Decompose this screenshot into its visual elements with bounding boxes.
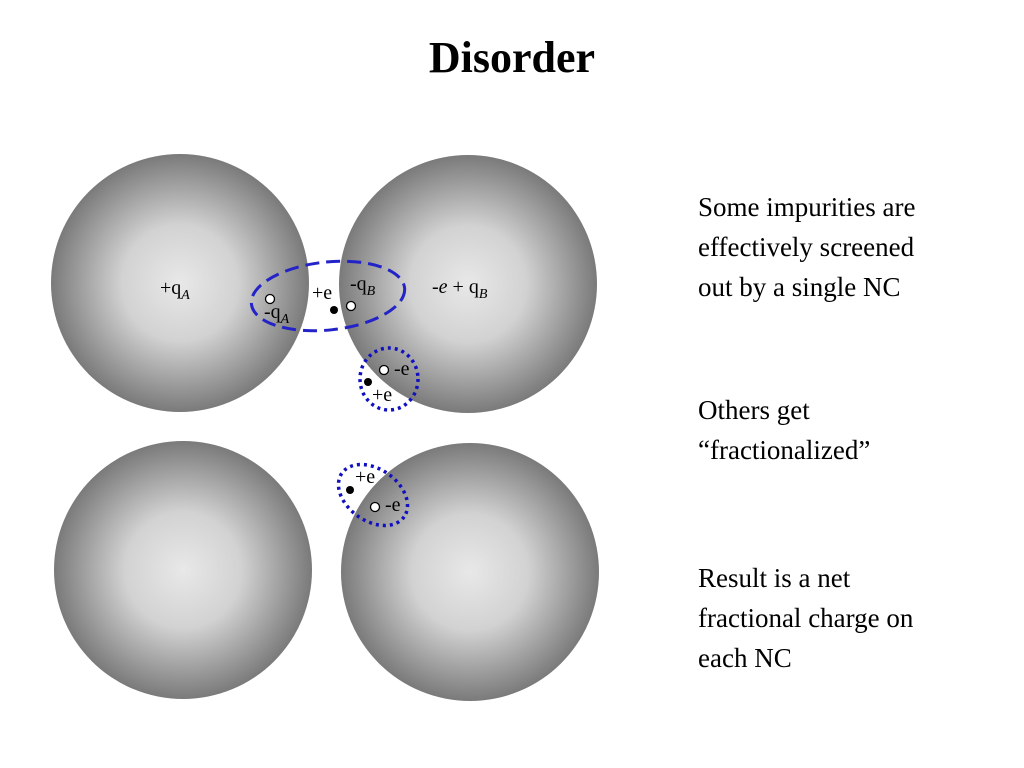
hole-marker-pair1 bbox=[378, 364, 390, 376]
explanation-block-1: Some impurities are effectively screened… bbox=[698, 187, 915, 307]
page-title: Disorder bbox=[428, 33, 596, 82]
label-right-charge: -e + qB bbox=[432, 276, 488, 302]
label-minus-qB: -qB bbox=[350, 273, 376, 299]
nanocrystal-top-right bbox=[339, 155, 597, 413]
nanocrystal-top-left bbox=[51, 154, 309, 412]
electron-marker-plus-e bbox=[330, 306, 338, 314]
label-pair2-plus: +e bbox=[355, 466, 375, 488]
text-line: out by a single NC bbox=[698, 272, 901, 302]
text-line: effectively screened bbox=[698, 232, 915, 262]
explanation-block-3: Result is a net fractional charge on eac… bbox=[698, 558, 913, 678]
hole-marker-pair2 bbox=[369, 501, 381, 513]
label-pair2-minus: -e bbox=[385, 494, 401, 516]
text-line: Result is a net bbox=[698, 563, 851, 593]
label-plus-qA: +qA bbox=[160, 277, 190, 303]
text-line: Some impurities are bbox=[698, 192, 916, 222]
electron-marker-pair1 bbox=[364, 378, 372, 386]
label-minus-qA: -qA bbox=[264, 301, 290, 327]
nanocrystal-bottom-right bbox=[341, 443, 599, 701]
label-plus-e-mid: +e bbox=[312, 282, 332, 304]
hole-marker-minus-qB bbox=[345, 300, 357, 312]
explanation-block-2: Others get “fractionalized” bbox=[698, 390, 870, 470]
text-line: Others get bbox=[698, 395, 810, 425]
text-line: “fractionalized” bbox=[698, 435, 871, 465]
text-line: fractional charge on bbox=[698, 603, 914, 633]
text-line: each NC bbox=[698, 643, 792, 673]
screening-ellipse bbox=[249, 259, 407, 333]
electron-marker-pair2 bbox=[346, 486, 354, 494]
fractional-ellipse-bottom bbox=[336, 462, 410, 528]
label-pair1-minus: -e bbox=[394, 358, 410, 380]
hole-marker-minus-qA bbox=[264, 293, 276, 305]
nanocrystal-bottom-left bbox=[54, 441, 312, 699]
label-pair1-plus: +e bbox=[372, 384, 392, 406]
fractional-ellipse-top bbox=[358, 346, 420, 412]
